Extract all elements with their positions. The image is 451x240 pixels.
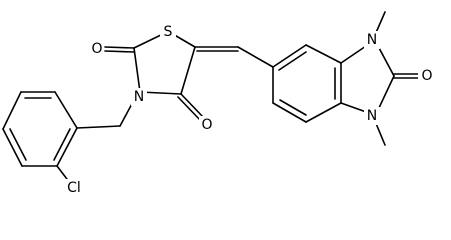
thiazolidinedione-ring [104, 32, 205, 122]
bond-c4-o-double [177, 96, 202, 122]
atom-label-oxygen-urea: O [421, 68, 432, 84]
atom-label-sulfur: S [164, 24, 173, 40]
molecule-drawing: S O O N Cl N N O [2, 11, 434, 197]
chlorobenzyl-group [2, 91, 135, 184]
atom-label-oxygen-c2: O [91, 41, 102, 57]
bond-r4-r5-inner [9, 128, 27, 161]
atom-label-nitrogen-top: N [367, 32, 377, 48]
bond-cco-nbottom [377, 75, 395, 111]
bond-c2-o-double [104, 50, 135, 53]
bond-b4-b5 [305, 102, 342, 123]
bond-ntop-cco [377, 45, 395, 77]
bond-b5-b6-inner [279, 99, 307, 116]
atom-label-chlorine: Cl [67, 180, 81, 196]
atom-label-nitrogen-ring: N [134, 89, 144, 105]
bond-ch2-r1 [76, 125, 121, 129]
benzimidazolone-benzene-ring [272, 44, 342, 123]
bond-c4-c5 [180, 46, 196, 95]
bond-r4-r5 [2, 128, 23, 167]
bond-r6-r1 [56, 127, 78, 167]
bond-c2-o [104, 46, 135, 49]
bond-ch-aryl [237, 46, 274, 68]
bond-c4-o [180, 93, 205, 119]
atom-labels: S O O N Cl N N O [63, 23, 434, 197]
methylidene-linker [194, 46, 274, 68]
bond-b1-b2 [272, 44, 307, 68]
bond-s1-c2 [133, 32, 166, 49]
bond-r6-r1-inner [53, 128, 71, 161]
bond-r1-r2 [54, 91, 78, 129]
atom-label-nitrogen-bottom: N [367, 108, 377, 124]
structure-canvas: S O O N Cl N N O [2, 11, 434, 197]
atom-label-oxygen-c4: O [201, 117, 212, 133]
bond-c2-n3 [133, 47, 141, 93]
bond-b5-b6 [272, 102, 307, 123]
bond-b2-b3 [305, 44, 342, 64]
bond-b1-b2-inner [278, 51, 307, 71]
bond-r3-r4 [2, 91, 22, 130]
